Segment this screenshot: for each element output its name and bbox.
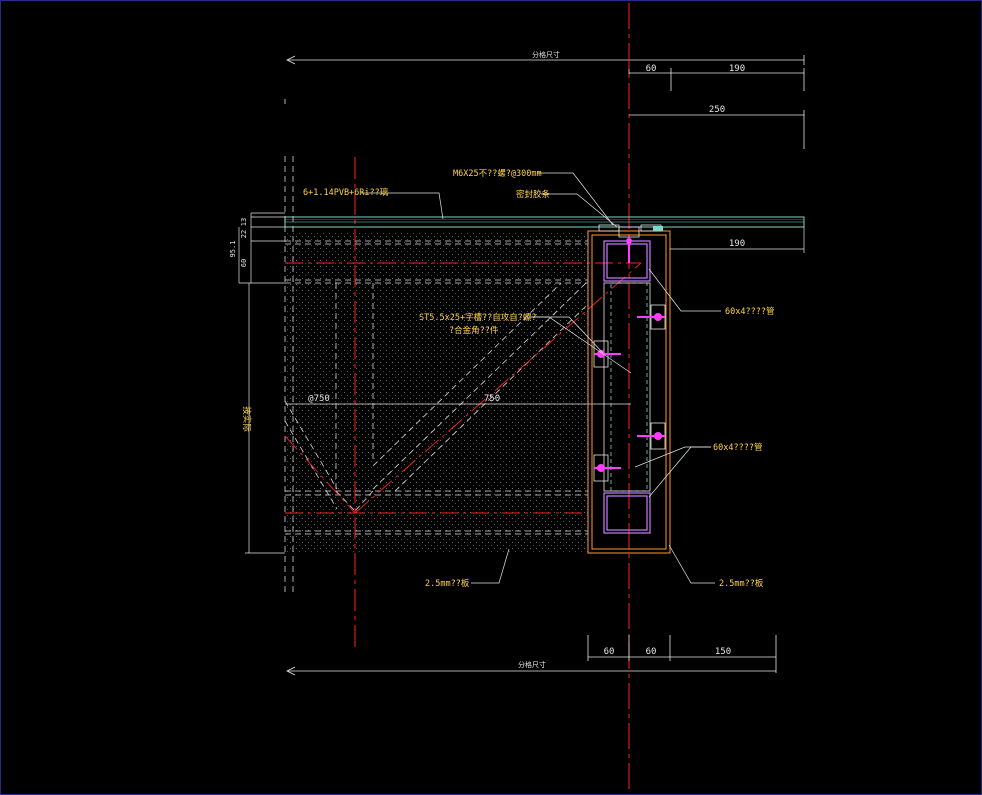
- stack-60-dim: 60: [240, 259, 248, 267]
- stack-13-dim: 13: [240, 218, 248, 226]
- bolt-icon: [637, 304, 666, 330]
- tube-mid-label: 60x4????管: [713, 442, 762, 453]
- screw-side-label: ST5.5x25+字槽??自攻自?螺?: [419, 312, 537, 323]
- plate-right-label: 2.5mm??板: [719, 578, 764, 589]
- tube-top-label: 60x4????管: [725, 306, 774, 317]
- left-stack-dimension: [238, 212, 285, 554]
- height-dim: 按实际: [241, 406, 252, 432]
- top-250-dim: 250: [709, 105, 725, 115]
- glass-label: 6+1.14PVB+6Ri??璃: [303, 187, 389, 198]
- plate-left-label: 2.5mm??板: [425, 578, 470, 589]
- bolts: [593, 237, 666, 482]
- spacing-at-750: @750: [308, 394, 330, 404]
- right-190-dim: 190: [729, 239, 745, 249]
- plate-axis-lines: [284, 262, 642, 514]
- leader-lines: [361, 172, 721, 584]
- screw-top-label: M6X25不??螺?@300mm: [453, 168, 542, 179]
- bottom-dimension-chain: [286, 635, 777, 676]
- seal-strip: [653, 226, 663, 231]
- stack-22-dim: 22: [240, 230, 248, 238]
- bolt-icon: [593, 454, 621, 482]
- top-dimension-chain: [284, 55, 805, 149]
- bottom-60b-dim: 60: [646, 647, 657, 657]
- plate-hatch: [285, 231, 588, 553]
- top-overall-dim: 分格尺寸: [532, 50, 560, 59]
- stack-951-dim: 95.1: [229, 241, 237, 258]
- bolt-icon: [637, 422, 666, 450]
- glass-panel: [284, 216, 805, 228]
- right-190-dimension: [670, 227, 805, 253]
- inner-tube-solid: [603, 282, 651, 492]
- seal-label: 密封胶条: [516, 189, 551, 200]
- frame-members: [284, 156, 588, 596]
- bottom-overall-dim: 分格尺寸: [518, 660, 546, 669]
- bolt-icon: [626, 237, 632, 263]
- bottom-60a-dim: 60: [604, 647, 615, 657]
- aluminium-frame: [587, 230, 671, 554]
- bolt-icon: [593, 340, 621, 368]
- spacing-750: 750: [484, 394, 500, 404]
- top-60-dim: 60: [646, 64, 657, 74]
- bottom-150-dim: 150: [715, 647, 731, 657]
- top-190-dim: 190: [729, 64, 745, 74]
- bracket-label: ?合金角??件: [449, 325, 499, 336]
